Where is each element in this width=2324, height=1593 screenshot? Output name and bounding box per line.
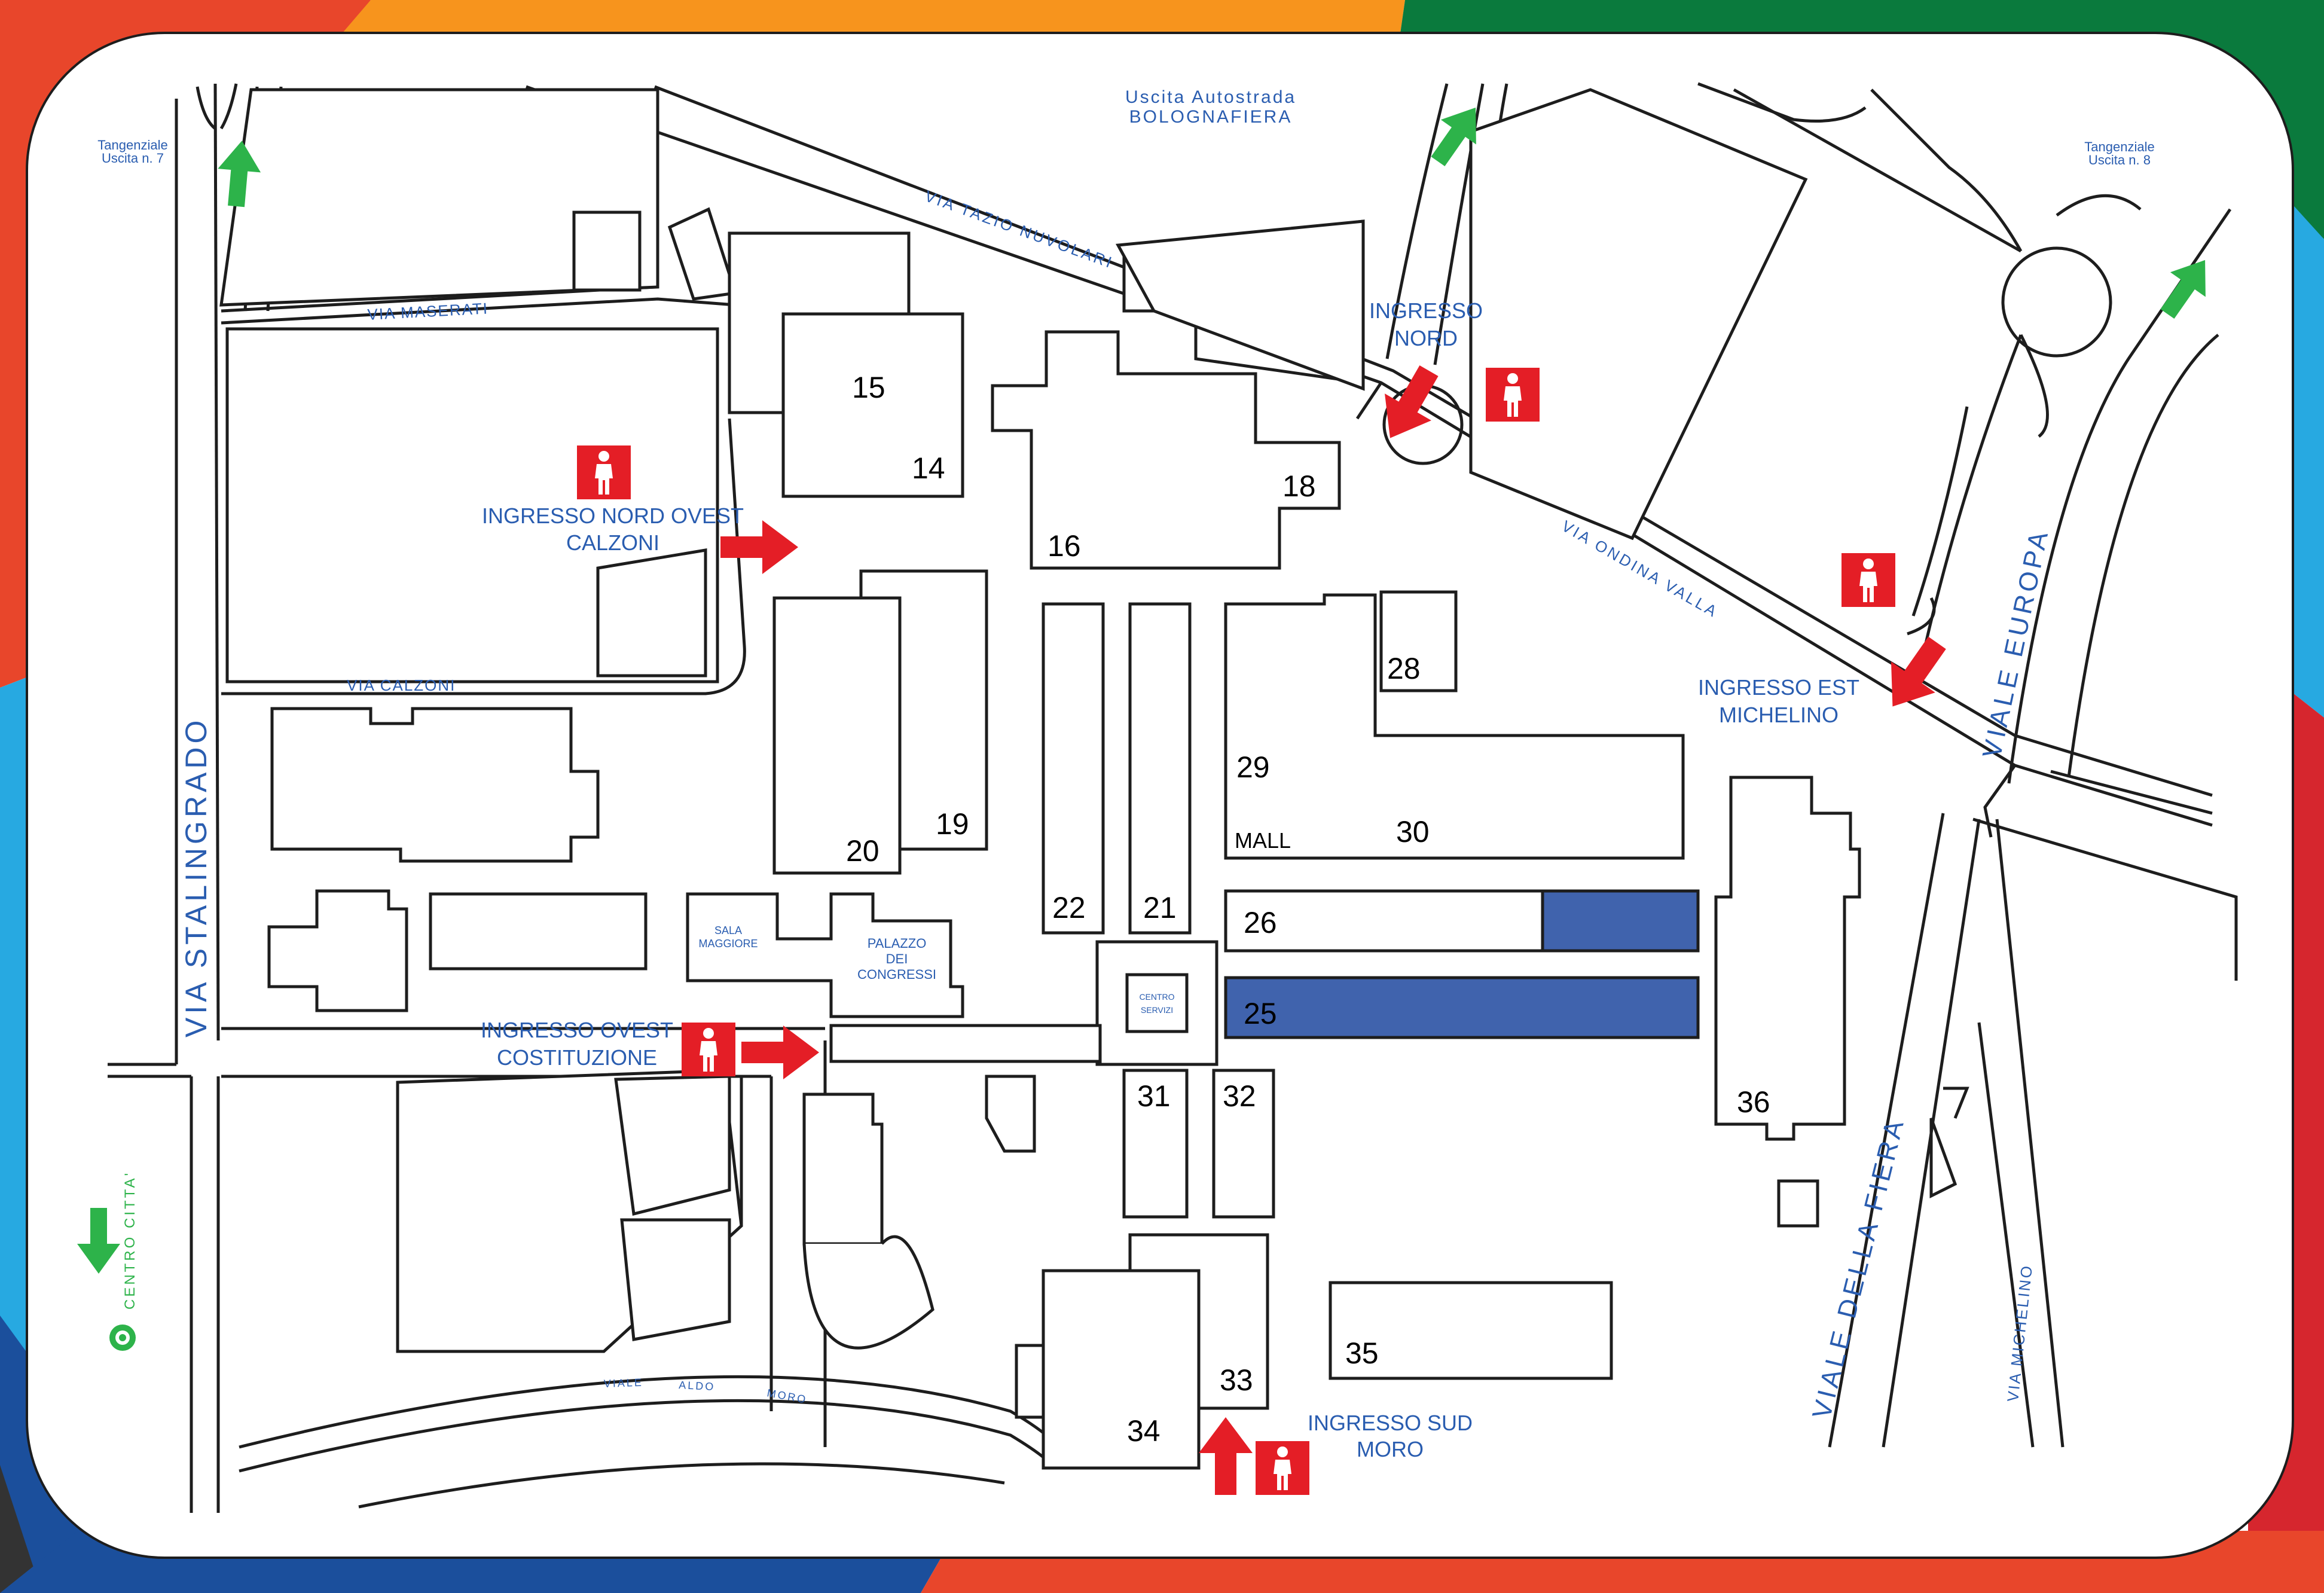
- pedestrian-icon: [682, 1023, 735, 1076]
- street-nuvolari-label: VIA TAZIO NUVOLARI: [923, 187, 1116, 271]
- ingresso-est-label-1: INGRESSO EST: [1698, 675, 1859, 700]
- pedestrian-icon: [1256, 1441, 1309, 1495]
- sala-maggiore-label-2: MAGGIORE: [698, 938, 758, 950]
- entrance-markers: [77, 95, 2223, 1495]
- street-michelino-label: VIA MICHELINO: [2004, 1264, 2036, 1403]
- red-arrow-icon: [1367, 357, 1452, 452]
- hall-22-label: 22: [1052, 891, 1086, 924]
- ingresso-est-label-2: MICHELINO: [1719, 703, 1839, 727]
- ingresso-sud-label-1: INGRESSO SUD: [1308, 1411, 1473, 1435]
- buildings: [219, 88, 1861, 1470]
- exit-tangenziale-7-label-1: Tangenziale: [97, 138, 167, 152]
- pedestrian-icon: [577, 445, 631, 499]
- ingresso-nord-ovest-label-2: CALZONI: [566, 530, 659, 555]
- pedestrian-icon: [1486, 368, 1540, 422]
- hall-26-label: 26: [1244, 906, 1277, 939]
- exit-tangenziale-8-label-1: Tangenziale: [2084, 139, 2154, 154]
- ingresso-sud-label-2: MORO: [1357, 1437, 1424, 1461]
- street-calzoni-label: VIA CALZONI: [347, 676, 456, 694]
- ingresso-ovest-label-1: INGRESSO OVEST: [481, 1018, 673, 1042]
- hall-14-label: 14: [912, 451, 945, 485]
- palazzo-congressi-label-3: CONGRESSI: [857, 967, 936, 982]
- ingresso-ovest-label-2: COSTITUZIONE: [497, 1045, 657, 1070]
- ingresso-nord-label-1: INGRESSO: [1369, 298, 1483, 323]
- centro-servizi-label-1: CENTRO: [1139, 992, 1174, 1002]
- street-aldo-moro-label-2: ALDO: [679, 1379, 716, 1393]
- hall-36-label: 36: [1737, 1085, 1770, 1119]
- green-arrow-icon: [2149, 248, 2223, 326]
- street-stalingrado-label: VIA STALINGRADO: [179, 717, 213, 1037]
- street-aldo-moro-label-1: VIALE: [603, 1377, 643, 1390]
- hall-19-label: 19: [936, 807, 969, 841]
- green-arrow-icon: [77, 1208, 120, 1274]
- exit-autostrada-label-1: Uscita Autostrada: [1125, 87, 1296, 107]
- exit-tangenziale-8-label-2: Uscita n. 8: [2088, 152, 2151, 167]
- exit-tangenziale-7-label-2: Uscita n. 7: [102, 151, 164, 166]
- hall-34-label: 34: [1127, 1414, 1161, 1448]
- ingresso-nord-label-2: NORD: [1394, 326, 1458, 350]
- road-network: [108, 82, 2238, 1513]
- ingresso-nord-ovest-label-1: INGRESSO NORD OVEST: [482, 503, 744, 528]
- hall-20-label: 20: [846, 834, 879, 868]
- hall-15-label: 15: [852, 371, 885, 404]
- red-arrow-icon: [1199, 1417, 1253, 1495]
- hall-21-label: 21: [1143, 891, 1177, 924]
- sala-maggiore-label-1: SALA: [714, 924, 742, 936]
- target-icon: [109, 1325, 136, 1351]
- palazzo-congressi-label-1: PALAZZO: [868, 936, 927, 951]
- palazzo-congressi-label-2: DEI: [886, 951, 908, 966]
- hall-16-label: 16: [1048, 529, 1081, 563]
- hall-32-label: 32: [1223, 1079, 1256, 1113]
- exit-autostrada-label-2: BOLOGNAFIERA: [1129, 107, 1293, 127]
- pedestrian-icon: [1842, 553, 1895, 607]
- hall-29-label: 29: [1236, 750, 1270, 784]
- hall-25-label: 25: [1244, 997, 1277, 1030]
- mall-label: MALL: [1235, 828, 1291, 853]
- red-arrow-icon: [1870, 627, 1959, 722]
- hall-28-label: 28: [1387, 652, 1421, 685]
- red-arrow-icon: [741, 1026, 819, 1079]
- centro-citta-label: CENTRO CITTA': [122, 1171, 138, 1310]
- hall-30-label: 30: [1396, 815, 1430, 849]
- red-arrow-icon: [720, 520, 798, 574]
- street-ondina-label: VIA ONDINA VALLA: [1559, 517, 1722, 621]
- hall-18-label: 18: [1282, 469, 1316, 503]
- hall-35-label: 35: [1345, 1336, 1379, 1370]
- street-europa-label: VIALE EUROPA: [1977, 526, 2054, 761]
- centro-servizi-label-2: SERVIZI: [1141, 1005, 1173, 1015]
- hall-33-label: 33: [1220, 1363, 1253, 1397]
- hall-31-label: 31: [1137, 1079, 1171, 1113]
